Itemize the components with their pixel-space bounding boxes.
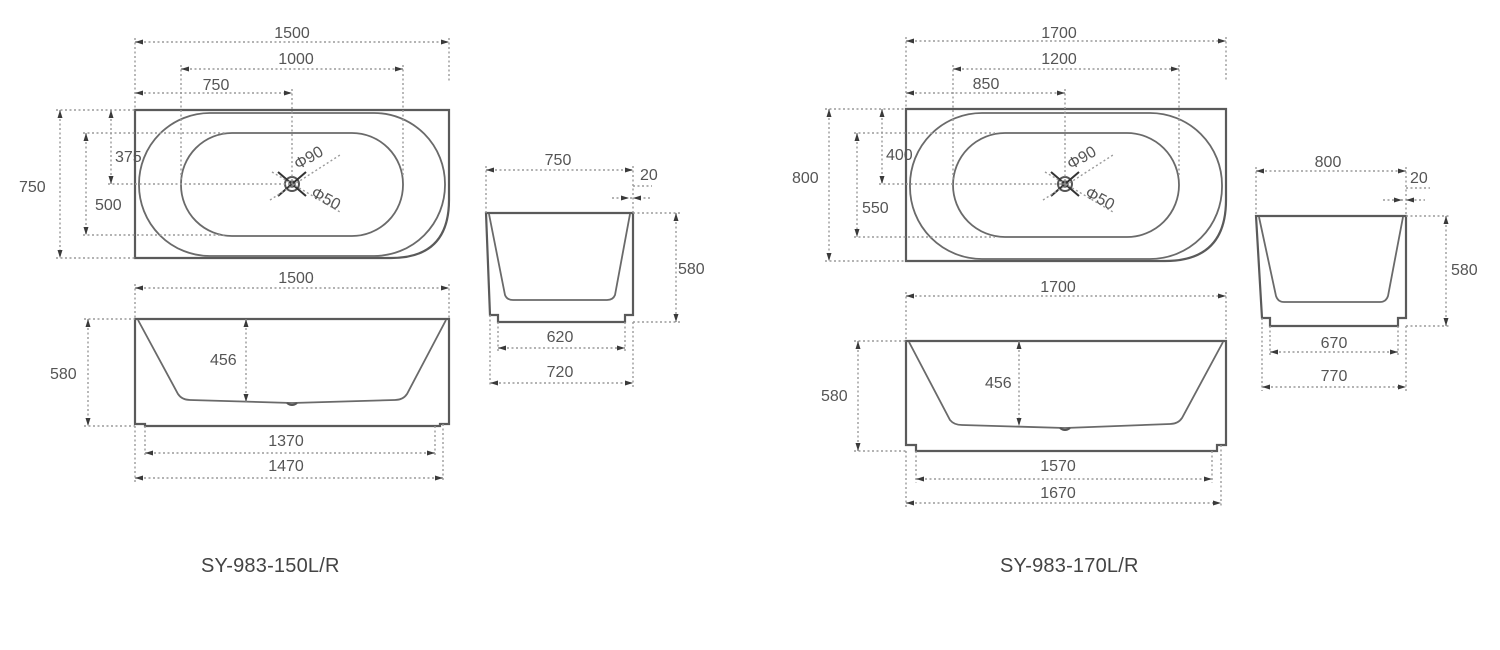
- dim-side-base-outer-width: 720: [547, 364, 574, 381]
- dim-side-overall-width: 750: [545, 152, 572, 169]
- dim-front-height: 580: [821, 388, 848, 405]
- dim-inner-basin-width: 500: [95, 197, 122, 214]
- model-150-drawings: 1500 1000 750 750 375 500 Φ90 Φ50: [19, 25, 705, 482]
- dim-base-inner-length: 1370: [268, 433, 304, 450]
- tub-basin-outline: [952, 132, 1180, 238]
- dim-base-outer-length: 1470: [268, 458, 304, 475]
- model-170-drawings: 1700 1200 850 800 400 550 Φ90 Φ50: [792, 25, 1478, 507]
- tub-front-basin: [137, 319, 447, 404]
- top-view-170: 1700 1200 850 800 400 550 Φ90 Φ50: [792, 25, 1228, 263]
- tub-rim-outline: [909, 112, 1223, 260]
- tub-side-outline: [1254, 214, 1408, 328]
- dim-side-overall-width: 800: [1315, 154, 1342, 171]
- dim-drain-offset-length: 750: [203, 77, 230, 94]
- dim-overall-length: 1700: [1041, 25, 1077, 42]
- dim-drain-outer-diameter: Φ90: [1065, 143, 1100, 173]
- tub-side-basin: [1258, 216, 1404, 303]
- dim-side-height: 580: [678, 261, 705, 278]
- side-view-150: 750 20 580 620 720: [484, 152, 705, 387]
- front-view-150: 1500 580 456 1370 1470: [50, 270, 451, 482]
- tub-front-outline: [133, 317, 451, 428]
- dim-overall-length: 1500: [274, 25, 310, 42]
- dim-side-base-inner-width: 620: [547, 329, 574, 346]
- dim-overall-width: 750: [19, 179, 46, 196]
- dim-drain-offset-length: 850: [973, 76, 1000, 93]
- dim-drain-inner-diameter: Φ50: [308, 185, 343, 214]
- dim-front-inner-depth: 456: [210, 352, 237, 369]
- dim-inner-basin-length: 1200: [1041, 51, 1077, 68]
- dim-front-overall-length: 1700: [1040, 279, 1076, 296]
- dim-base-outer-length: 1670: [1040, 485, 1076, 502]
- dim-drain-offset-width: 375: [115, 149, 142, 166]
- front-view-170: 1700 580 456 1570 1670: [821, 279, 1228, 507]
- dim-inner-basin-width: 550: [862, 200, 889, 217]
- tub-side-outline: [484, 211, 635, 324]
- dim-side-base-inner-width: 670: [1321, 335, 1348, 352]
- dim-front-height: 580: [50, 366, 77, 383]
- tub-front-outline: [904, 339, 1228, 453]
- tub-front-basin: [908, 341, 1224, 429]
- dim-side-base-outer-width: 770: [1321, 368, 1348, 385]
- tub-side-basin: [488, 213, 631, 301]
- dim-drain-inner-diameter: Φ50: [1082, 185, 1117, 214]
- model-caption-170: SY-983-170L/R: [1000, 555, 1139, 577]
- dim-rim-thickness: 20: [640, 167, 658, 184]
- dim-front-overall-length: 1500: [278, 270, 314, 287]
- dim-rim-thickness: 20: [1410, 170, 1428, 187]
- dim-side-height: 580: [1451, 262, 1478, 279]
- side-view-170: 800 20 580 670 770: [1254, 154, 1478, 391]
- dim-inner-basin-length: 1000: [278, 51, 314, 68]
- tub-outer-outline: [133, 108, 451, 260]
- dim-base-inner-length: 1570: [1040, 458, 1076, 475]
- dim-drain-outer-diameter: Φ90: [292, 143, 327, 173]
- model-caption-150: SY-983-150L/R: [201, 555, 340, 577]
- dim-front-inner-depth: 456: [985, 375, 1012, 392]
- dim-drain-offset-width: 400: [886, 147, 913, 164]
- tub-outer-outline: [904, 107, 1228, 263]
- dim-overall-width: 800: [792, 170, 819, 187]
- top-view-150: 1500 1000 750 750 375 500 Φ90 Φ50: [19, 25, 451, 260]
